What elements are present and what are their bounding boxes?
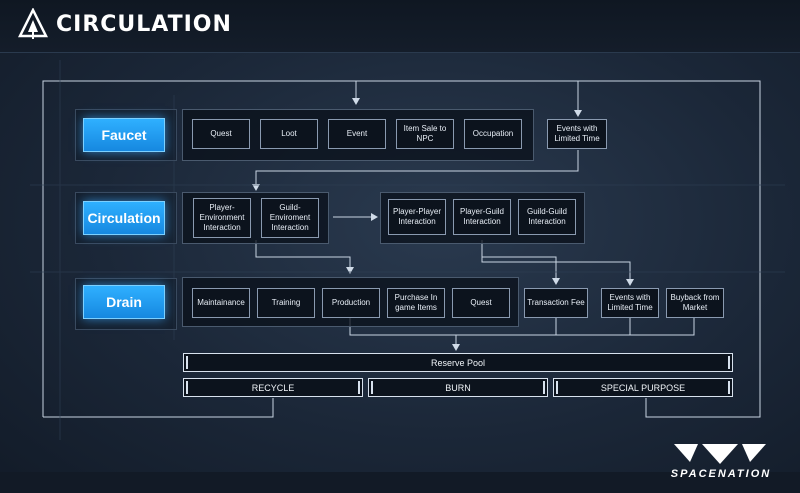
drain-buyback: Buyback from Market — [666, 288, 724, 318]
faucet-item-event: Event — [328, 119, 386, 149]
drain-item-quest: Quest — [452, 288, 510, 318]
circulation-player-player: Player-Player Interaction — [388, 199, 446, 235]
spacenation-logo-icon — [674, 444, 766, 464]
drain-label: Drain — [83, 285, 165, 319]
circulation-player-guild: Player-Guild Interaction — [453, 199, 511, 235]
drain-events-limited: Events with Limited Time — [601, 288, 659, 318]
outcome-burn: BURN — [368, 378, 548, 397]
circulation-player-environment: Player-Environment Interaction — [193, 198, 251, 238]
faucet-item-occupation: Occupation — [464, 119, 522, 149]
brand-name: SPACENATION — [670, 468, 772, 480]
circulation-guild-guild: Guild-Guild Interaction — [518, 199, 576, 235]
circulation-guild-environment: Guild-Enviroment Interaction — [261, 198, 319, 238]
drain-item-maintainance: Maintainance — [192, 288, 250, 318]
page-title: CIRCULATION — [56, 12, 232, 37]
drain-transaction-fee: Transaction Fee — [524, 288, 588, 318]
faucet-label: Faucet — [83, 118, 165, 152]
faucet-item-loot: Loot — [260, 119, 318, 149]
footer-bar — [0, 472, 800, 493]
faucet-item-item-sale: Item Sale to NPC — [396, 119, 454, 149]
drain-item-purchase: Purchase In game Items — [387, 288, 445, 318]
faucet-item-quest: Quest — [192, 119, 250, 149]
outcome-special-purpose: SPECIAL PURPOSE — [553, 378, 733, 397]
drain-item-production: Production — [322, 288, 380, 318]
circulation-label: Circulation — [83, 201, 165, 235]
drain-item-training: Training — [257, 288, 315, 318]
header-bar: CIRCULATION — [0, 0, 800, 53]
logo-icon — [18, 8, 48, 39]
outcome-recycle: RECYCLE — [183, 378, 363, 397]
reserve-pool-bar: Reserve Pool — [183, 353, 733, 372]
faucet-item-events-limited: Events with Limited Time — [547, 119, 607, 149]
